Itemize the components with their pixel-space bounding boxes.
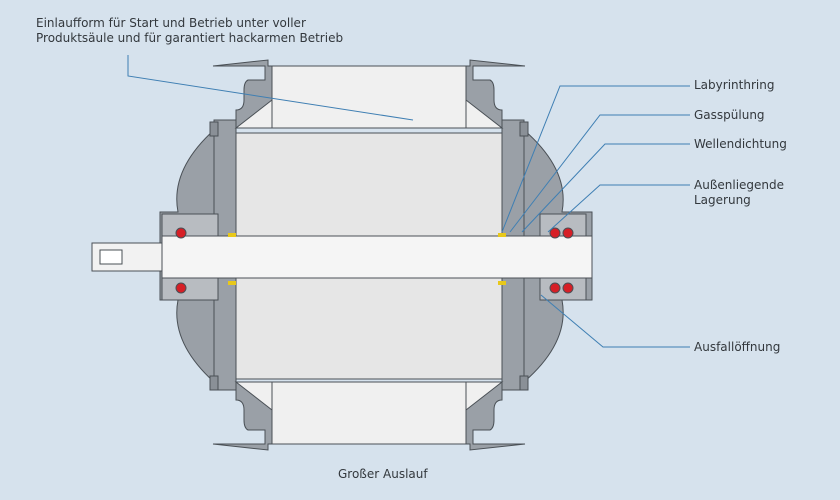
outlet-opening (271, 381, 467, 445)
ausfalloeffnung-label: Ausfallöffnung (694, 340, 781, 354)
aussenliegende-lagerung-label: Außenliegende Lagerung (694, 178, 785, 207)
gasspuelung-label: Gasspülung (694, 108, 765, 122)
bearing-ball-icon (562, 282, 574, 294)
labyrinthring-label: Labyrinthring (694, 78, 775, 92)
inlet-chamfer-left (234, 98, 273, 129)
shaft-main (161, 235, 593, 279)
bearing-ball-icon (175, 227, 187, 239)
leader-lines (127, 55, 690, 348)
inlet-shape-annotation: Einlaufform für Start und Betrieb unter … (36, 16, 344, 45)
outlet-chamfer-left (234, 381, 273, 412)
outlet-chamfer-right (465, 381, 504, 412)
bearings (161, 213, 587, 301)
bearing-ball-icon (562, 227, 574, 239)
seal-icon (228, 281, 236, 285)
seal-icon (498, 281, 506, 285)
bearing-ball-icon (549, 227, 561, 239)
seal-icon (498, 233, 506, 237)
inlet-chamfer-right (465, 98, 504, 129)
diagram-caption: Großer Auslauf (338, 467, 428, 481)
seal-icon (228, 233, 236, 237)
wellendichtung-label: Wellendichtung (694, 137, 787, 151)
shaft (91, 235, 593, 279)
bearing-ball-icon (549, 282, 561, 294)
shaft-keyway (99, 249, 123, 265)
bearing-ball-icon (175, 282, 187, 294)
bolts (209, 121, 529, 391)
inlet-opening (271, 65, 467, 129)
